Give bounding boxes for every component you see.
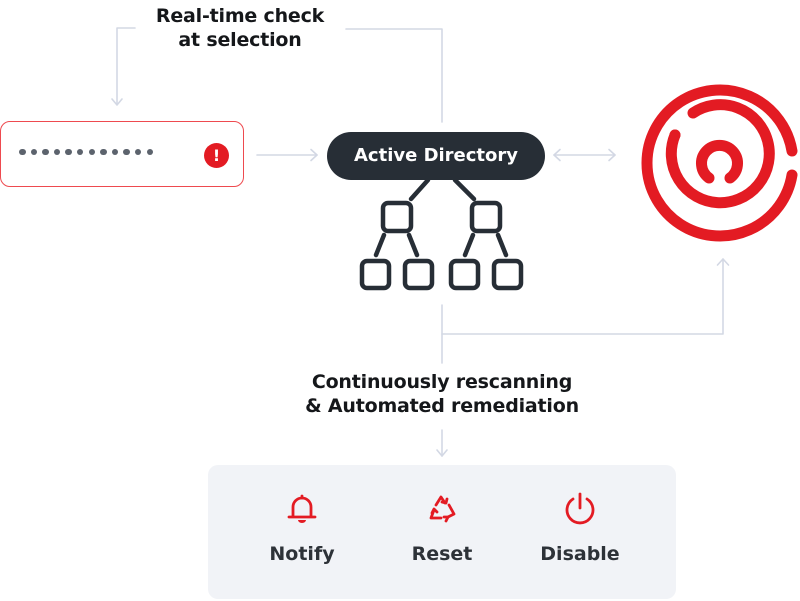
power-icon xyxy=(565,492,595,525)
action-label: Disable xyxy=(540,543,620,565)
password-mask-dot xyxy=(65,148,72,156)
masked-password xyxy=(19,146,154,158)
action-notify: Notify xyxy=(232,489,372,565)
remediation-actions-panel: Notify Reset Disable xyxy=(208,465,676,599)
maze-circle-logo xyxy=(641,84,798,242)
password-mask-dot xyxy=(111,148,119,156)
password-mask-dot xyxy=(146,148,154,156)
active-directory-node: Active Directory xyxy=(327,132,545,180)
password-mask-dot xyxy=(76,148,84,156)
arrowhead-down-actions xyxy=(436,449,448,457)
password-mask-dot xyxy=(30,148,38,156)
connector-label-to-password xyxy=(116,27,136,105)
action-label: Notify xyxy=(269,543,335,565)
connector-label-to-ad xyxy=(345,28,443,123)
password-mask-dot xyxy=(19,148,26,156)
top-label: Real-time check at selection xyxy=(130,4,350,52)
arrowhead-left-ad xyxy=(553,148,561,162)
top-label-line-2: at selection xyxy=(178,29,302,51)
hierarchy-tree-icon xyxy=(359,177,524,291)
action-disable: Disable xyxy=(510,489,650,565)
action-label: Reset xyxy=(411,543,473,565)
arrowhead-right-logo xyxy=(608,148,616,162)
password-mask-dot xyxy=(100,148,107,156)
warning-icon: ! xyxy=(204,143,229,168)
bottom-label: Continuously rescanning & Automated reme… xyxy=(272,370,612,418)
password-mask-dot xyxy=(134,148,142,156)
top-label-line-1: Real-time check xyxy=(155,5,325,27)
bottom-label-line-2: & Automated remediation xyxy=(305,395,579,417)
action-reset: Reset xyxy=(372,489,512,565)
connector-tree-to-logo xyxy=(441,258,724,335)
password-mask-dot xyxy=(42,148,49,156)
bottom-label-line-1: Continuously rescanning xyxy=(311,371,573,393)
recycle-icon xyxy=(429,495,456,523)
bell-icon xyxy=(287,494,317,523)
password-mask-dot xyxy=(53,148,61,156)
arrowhead-up-logo xyxy=(716,258,730,266)
password-field[interactable]: ! xyxy=(0,121,244,187)
arrowhead-down-password xyxy=(111,98,123,106)
password-mask-dot xyxy=(123,148,130,156)
arrowhead-right-ad xyxy=(310,148,318,162)
password-mask-dot xyxy=(88,148,96,156)
